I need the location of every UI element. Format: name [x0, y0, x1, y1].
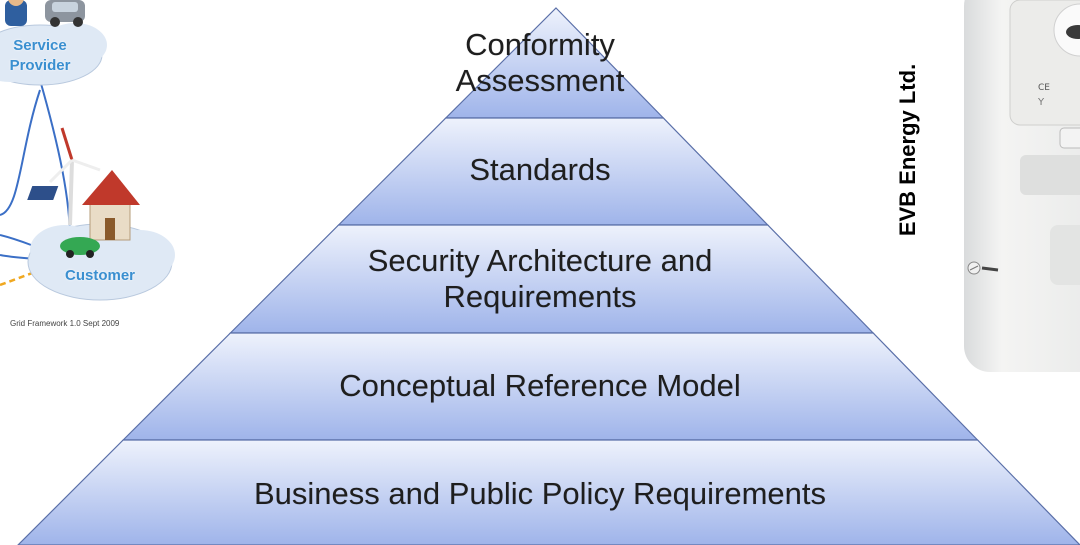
- pyramid-label-security-architecture: Security Architecture and Requirements: [0, 243, 1080, 315]
- node-label-line: Provider: [9, 57, 71, 74]
- customer-label: Customer: [64, 267, 135, 284]
- tier-business-public-policy: [17, 439, 1080, 545]
- label-line: Business and Public Policy Requirements: [253, 476, 827, 511]
- pyramid-label-conformity-assessment: Conformity Assessment: [0, 27, 1080, 99]
- pyramid-label-conceptual-reference-model: Conceptual Reference Model: [0, 368, 1080, 404]
- node-label-line: Service: [13, 37, 67, 54]
- house-icon: [27, 170, 140, 241]
- wind-turbine-icon: [48, 127, 101, 226]
- ce-mark: CE: [1038, 83, 1050, 93]
- left-network-diagram: [0, 0, 175, 301]
- label-line: Requirements: [443, 279, 637, 314]
- service-provider-label: Service Provider: [0, 36, 80, 76]
- electric-car-icon: [60, 237, 100, 258]
- car-icon: [45, 0, 85, 27]
- diagram-caption: Grid Framework 1.0 Sept 2009: [10, 319, 120, 328]
- label-line: Conceptual Reference Model: [339, 368, 741, 403]
- pyramid-label-business-public-policy: Business and Public Policy Requirements: [0, 476, 1080, 512]
- service-provider-cloud: [0, 23, 107, 86]
- label-line: Security Architecture and: [367, 243, 713, 278]
- label-line: Standards: [469, 152, 611, 187]
- network-line-dashed: [0, 270, 36, 287]
- smart-meter-photo: CE Y: [964, 0, 1080, 372]
- svg-text:Y: Y: [1037, 97, 1045, 108]
- label-line: Conformity: [465, 27, 615, 62]
- person-icon: [5, 0, 27, 26]
- label-line: Assessment: [455, 63, 625, 98]
- network-line: [0, 89, 41, 216]
- pyramid-label-standards: Standards: [0, 152, 1080, 188]
